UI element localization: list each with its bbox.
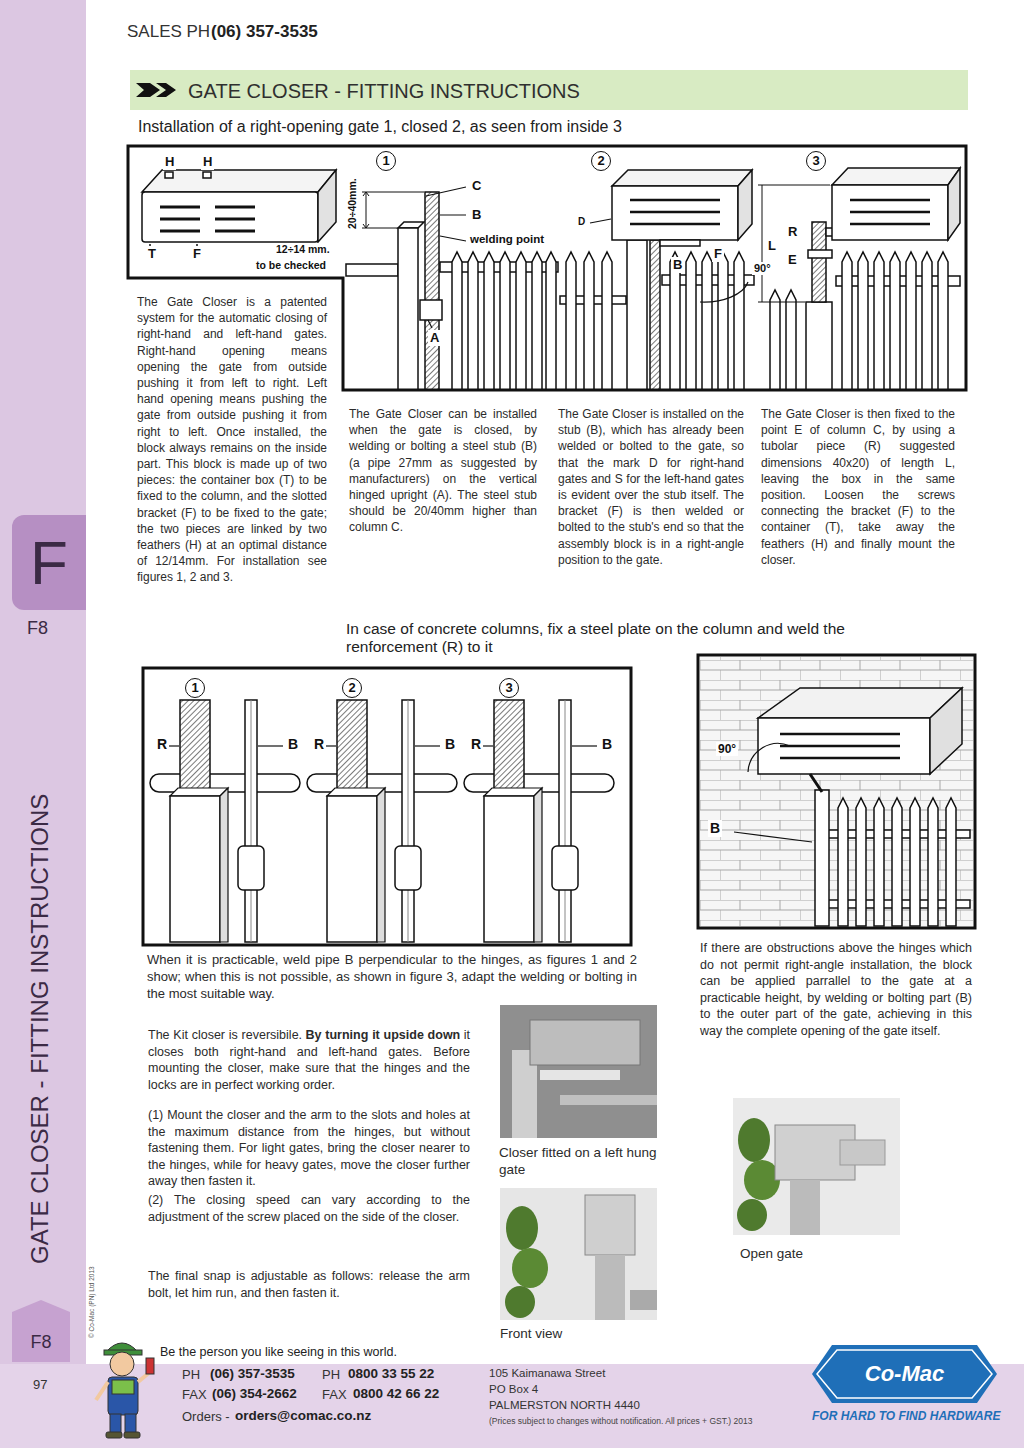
side-title: GATE CLOSER - FITTING INSTRUCTIONS bbox=[26, 794, 55, 1264]
part-letter: C bbox=[470, 178, 483, 194]
copyright: © Co-Mac (PN) Ltd 2013 bbox=[88, 1266, 96, 1338]
fax-number: 0800 42 66 22 bbox=[353, 1386, 439, 1402]
part-letter: D bbox=[576, 216, 587, 228]
node-label: Co-Mac bbox=[865, 1363, 944, 1385]
contact-label: PH bbox=[182, 1367, 200, 1383]
paragraph: When it is practicable, weld pipe B perp… bbox=[147, 951, 637, 1002]
slogan: Be the person you like seeing in this wo… bbox=[160, 1345, 397, 1360]
part-letter: R bbox=[469, 736, 483, 753]
part-letter: B bbox=[708, 820, 722, 837]
node-shape bbox=[812, 1345, 997, 1403]
email: orders@comac.co.nz bbox=[235, 1408, 371, 1424]
sales-label: SALES PH bbox=[127, 22, 210, 42]
photo-caption: Closer fitted on a left hung gate bbox=[499, 1144, 664, 1178]
paragraph: The Gate Closer is a patented system for… bbox=[137, 294, 327, 586]
paragraph: The Gate Closer is then fixed to the poi… bbox=[761, 406, 955, 568]
part-letter: H bbox=[163, 154, 176, 170]
phone-number: 0800 33 55 22 bbox=[348, 1366, 434, 1382]
node-shape-inner bbox=[817, 1350, 992, 1398]
contact-label: FAX bbox=[182, 1387, 207, 1403]
section-code: F8 bbox=[27, 618, 48, 640]
note: welding point bbox=[468, 233, 546, 247]
page-tab: F8 bbox=[12, 1300, 70, 1362]
part-letter: E bbox=[786, 252, 799, 268]
angle-label: 90° bbox=[752, 262, 773, 275]
emphasis: By turning it upside down bbox=[306, 1028, 461, 1042]
paragraph: The final snap is adjustable as follows:… bbox=[148, 1268, 470, 1301]
part-letter: F bbox=[191, 246, 203, 262]
contact-label: Orders - bbox=[182, 1409, 230, 1425]
contact-label: PH bbox=[322, 1367, 340, 1383]
paragraph: The Kit closer is reversibile. By turning… bbox=[148, 1027, 470, 1093]
callout-number: 1 bbox=[185, 678, 205, 698]
sentence: The Kit closer is reversibile. bbox=[148, 1028, 302, 1042]
price-note: (Prices subject to changes without notif… bbox=[489, 1416, 752, 1426]
page-title: GATE CLOSER - FITTING INSTRUCTIONS bbox=[188, 79, 580, 103]
part-letter: L bbox=[766, 238, 778, 254]
phone-number: (06) 357-3535 bbox=[211, 22, 318, 42]
dimension: 12÷14 mm. bbox=[274, 243, 332, 256]
dimension: 20÷40mm. bbox=[346, 178, 359, 229]
node-shape bbox=[12, 1300, 70, 1362]
paragraph: If there are obstructions above the hing… bbox=[700, 940, 972, 1039]
part-letter: B bbox=[671, 257, 684, 273]
part-letter: B bbox=[443, 736, 457, 753]
paragraph: The Gate Closer is installed on the stub… bbox=[558, 406, 744, 568]
subtitle: Installation of a right-opening gate 1, … bbox=[138, 117, 622, 136]
contact-label: FAX bbox=[322, 1387, 347, 1403]
paragraph: (2) The closing speed can vary according… bbox=[148, 1192, 470, 1225]
part-letter: R bbox=[786, 224, 799, 240]
paragraph: The Gate Closer can be installed when th… bbox=[349, 406, 537, 536]
callout-number: 3 bbox=[806, 151, 826, 171]
node-outline bbox=[12, 1300, 70, 1362]
note: to be checked bbox=[254, 259, 328, 272]
angle-label: 90° bbox=[716, 742, 738, 756]
callout-number: 3 bbox=[499, 678, 519, 698]
photo-caption: Front view bbox=[500, 1326, 562, 1342]
part-letter: B bbox=[600, 736, 614, 753]
brand-logo: Co-Mac bbox=[812, 1345, 997, 1403]
part-letter: T bbox=[146, 246, 158, 262]
part-letter: H bbox=[201, 154, 214, 170]
section-heading: In case of concrete columns, fix a steel… bbox=[346, 620, 931, 656]
callout-number: 2 bbox=[342, 678, 362, 698]
address-line: 105 Kaimanawa Street bbox=[489, 1367, 605, 1381]
node-label: F8 bbox=[30, 1333, 51, 1351]
address-line: PALMERSTON NORTH 4440 bbox=[489, 1399, 640, 1413]
part-letter: F bbox=[712, 246, 724, 262]
page-number: 97 bbox=[33, 1377, 47, 1393]
part-letter: B bbox=[286, 736, 300, 753]
node-label: F bbox=[30, 532, 68, 594]
fax-number: (06) 354-2662 bbox=[212, 1386, 297, 1402]
part-letter: R bbox=[312, 736, 326, 753]
callout-number: 2 bbox=[591, 151, 611, 171]
part-letter: A bbox=[428, 330, 441, 346]
tagline: FOR HARD TO FIND HARDWARE bbox=[812, 1409, 1000, 1423]
paragraph: (1) Mount the closer and the arm to the … bbox=[148, 1107, 470, 1190]
part-letter: B bbox=[470, 207, 483, 223]
address-line: PO Box 4 bbox=[489, 1383, 538, 1397]
callout-number: 1 bbox=[376, 151, 396, 171]
part-letter: R bbox=[155, 736, 169, 753]
phone-number: (06) 357-3535 bbox=[210, 1366, 295, 1382]
photo-caption: Open gate bbox=[740, 1246, 803, 1262]
section-tab: F bbox=[12, 515, 86, 610]
